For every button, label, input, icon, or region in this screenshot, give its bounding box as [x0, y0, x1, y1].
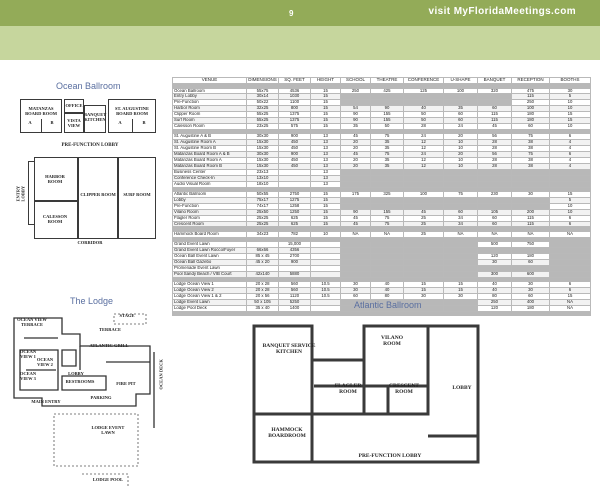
table-cell: 6 — [549, 220, 591, 228]
restrooms-label: Restrooms — [65, 379, 95, 384]
surf-room — [118, 157, 156, 239]
ocean-prefunction-label: Pre-Function Lobby — [61, 143, 119, 148]
calesson-room-label: Calesson Room — [42, 214, 68, 224]
atlantic-lobby-label: Lobby — [452, 385, 472, 391]
atlantic-ballroom-title: Atlantic Ballroom — [354, 300, 422, 310]
st-augustine-divider — [132, 119, 133, 133]
table-cell — [549, 180, 591, 188]
table-cell — [549, 270, 591, 278]
lodge-plan — [13, 313, 155, 486]
table-cell: 10 — [549, 122, 591, 130]
calesson-room — [34, 201, 78, 239]
table-group-separator — [172, 276, 591, 283]
banquet-kitchen-room — [84, 105, 106, 133]
site-url[interactable]: visit MyFloridaMeetings.com — [428, 6, 576, 17]
top-banner: 9 visit MyFloridaMeetings.com — [0, 0, 600, 26]
ocean-view-1-label: Ocean View 1 — [19, 349, 37, 359]
lodge-title: The Lodge — [70, 296, 114, 306]
banquet-kitchen-label: Banquet Kitchen — [84, 112, 107, 122]
st-augustine-room — [108, 99, 156, 133]
ocean-view-2-label: Ocean View 2 — [36, 357, 54, 367]
lodge-lobby-label: Lobby — [68, 371, 84, 376]
st-aug-a-label: A — [118, 120, 122, 125]
matanzas-divider — [41, 119, 42, 133]
hammock-boardroom-label: Hammock Boardroom — [268, 427, 306, 439]
lodge-terrace-label: Terrace — [98, 327, 121, 332]
crescent-room-label: Crescent Room — [389, 383, 419, 395]
matanzas-a-label: A — [28, 120, 32, 125]
ocean-ballroom-plan: Matanzas Board Room A B Office Vista Vie… — [15, 97, 162, 247]
page-number: 9 — [289, 9, 294, 18]
vista-view-label: Vista View — [67, 118, 81, 128]
harbor-room — [34, 157, 78, 201]
ocean-view-3-label: Ocean View 3 — [19, 371, 37, 381]
vilano-room-label: Vilano Room — [380, 335, 403, 347]
st-aug-b-label: B — [142, 120, 146, 125]
clipper-room — [78, 157, 118, 239]
surf-room-label: Surf Room — [123, 192, 151, 197]
office-label: Office — [65, 103, 83, 108]
parking-label: Parking — [90, 395, 112, 400]
fire-pit-label: Fire Pit — [116, 381, 136, 386]
column-header: BOOTHS — [549, 77, 591, 84]
ocean-deck-label: Ocean Deck — [158, 359, 164, 390]
table-cell: NA — [549, 304, 591, 312]
table-group-separator — [172, 83, 591, 89]
flagler-room-label: Flagler Room — [334, 383, 362, 395]
st-augustine-label: St. Augustine Board Room — [115, 106, 149, 116]
corridor-label: Corridor — [77, 240, 103, 245]
office-room — [64, 99, 84, 113]
table-row: Promenade Event Lawn — [172, 264, 591, 272]
vista-view-room — [64, 113, 84, 133]
harbor-room-label: Harbor Room — [45, 174, 65, 184]
table-cell: NA — [549, 230, 591, 238]
main-entry-label: Main Entry — [31, 399, 61, 404]
clipper-room-label: Clipper Room — [80, 192, 116, 197]
column-header: DIMENSIONS — [246, 77, 279, 84]
header-light-band — [0, 26, 600, 60]
entry-lobby-room — [28, 161, 34, 225]
stage-label: Stage — [119, 313, 135, 318]
column-header: CONFERENCE — [403, 77, 444, 84]
table-group-separator — [172, 236, 591, 243]
matanzas-b-label: B — [50, 120, 54, 125]
lodge-event-lawn-label: Lodge Event Lawn — [91, 425, 125, 435]
table-group-separator — [172, 310, 591, 317]
matanzas-label: Matanzas Board Room — [25, 106, 57, 116]
ocean-ballroom-title: Ocean Ballroom — [56, 81, 121, 91]
atlantic-ballroom-plan — [252, 324, 480, 464]
ocean-view-terrace-label: Ocean View Terrace — [17, 317, 47, 327]
atlantic-grill-label: Atlantic Grill — [89, 343, 129, 348]
atlantic-prefunction-label: Pre-Function Lobby — [358, 453, 422, 459]
entry-lobby-label: Entry Lobby — [15, 185, 25, 202]
table-group-separator — [172, 128, 591, 135]
banquet-service-label: Banquet Service Kitchen — [262, 343, 316, 355]
lodge-pool-label: Lodge Pool — [92, 477, 124, 482]
